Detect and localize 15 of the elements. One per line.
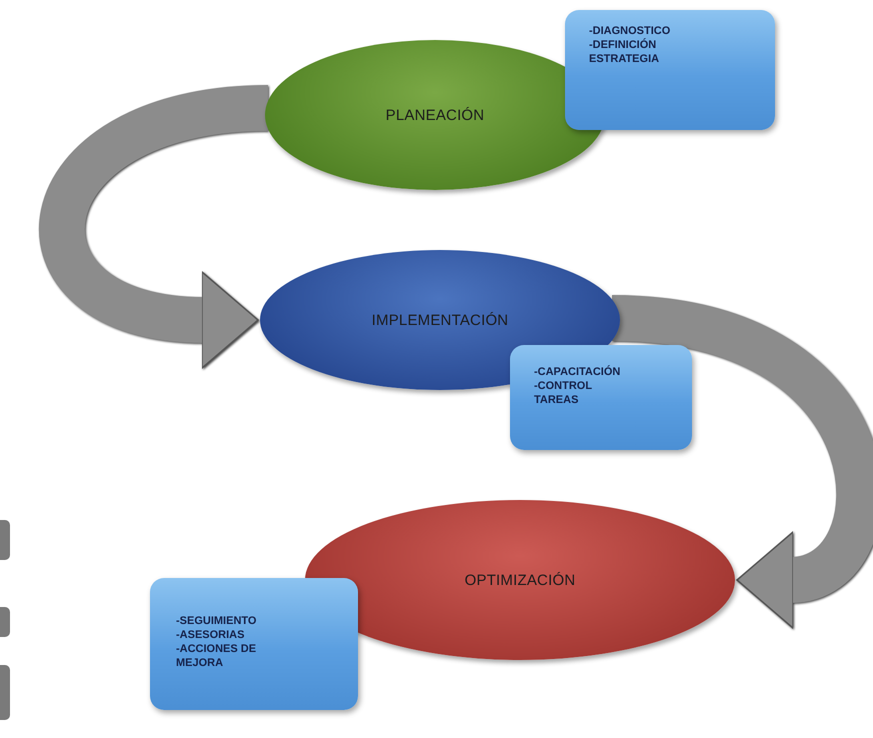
note-card xyxy=(565,10,775,130)
task-item: -DEFINICIÓN ESTRATEGIA xyxy=(589,38,660,66)
task-item: -ASESORIAS xyxy=(176,628,246,642)
note-card xyxy=(510,345,692,450)
curved-block-arrow xyxy=(610,295,873,628)
stage-label: IMPLEMENTACIÓN xyxy=(372,312,508,328)
task-item: -CAPACITACIÓN xyxy=(534,365,622,379)
task-item: -CONTROL TAREAS xyxy=(534,379,593,407)
note-card xyxy=(150,578,358,710)
task-item: -SEGUIMIENTO xyxy=(176,614,258,628)
curved-block-arrow xyxy=(40,85,270,368)
task-item: -DIAGNOSTICO xyxy=(589,24,672,38)
stage-label: OPTIMIZACIÓN xyxy=(464,572,576,588)
stage-label: PLANEACIÓN xyxy=(386,106,484,124)
task-item: -ACCIONES DE MEJORA xyxy=(176,642,258,670)
